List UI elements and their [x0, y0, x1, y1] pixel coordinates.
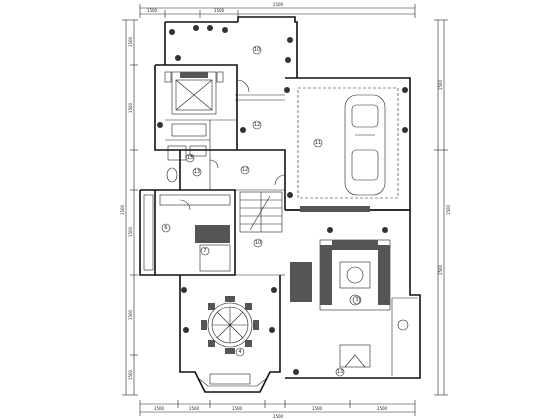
- dim-left-seg-4: 1500: [128, 309, 133, 320]
- room-number-porch: 13: [337, 369, 343, 375]
- interior-partitions: [165, 79, 286, 276]
- dim-bottom-seg-1: 1500: [154, 406, 165, 411]
- dim-left-seg-1: 1500: [128, 36, 133, 47]
- dim-left-seg-3: 1500: [128, 226, 133, 237]
- room-number-kitchen: 7: [203, 248, 206, 254]
- dim-bottom-seg-4: 1500: [312, 406, 323, 411]
- living-furniture: [290, 239, 391, 368]
- dining-furniture: [201, 296, 259, 385]
- room-labels: 10 12 13 11 13 12 6 7 10 4 3 13: [161, 45, 362, 377]
- dim-left-seg-5: 1500: [128, 369, 133, 380]
- kitchen-fixtures: [143, 194, 231, 272]
- dim-bottom-seg-2: 1500: [189, 406, 200, 411]
- garage-interior: [297, 87, 399, 212]
- dim-top-seg-2: 1500: [214, 8, 225, 13]
- room-number-dining: 4: [238, 349, 241, 355]
- room-number-laundry: 6: [164, 225, 167, 231]
- room-number-bathroom: 13: [194, 169, 200, 175]
- dim-right-seg-1: 1500: [438, 79, 443, 90]
- room-number-hall: 12: [242, 167, 248, 173]
- dim-right-overall: 1500: [446, 204, 451, 215]
- room-number-closet: 13: [187, 155, 193, 161]
- dim-bottom-overall: 1500: [273, 414, 284, 419]
- room-number-terrace-north: 10: [254, 47, 260, 53]
- dim-left-seg-2: 1500: [128, 102, 133, 113]
- dimension-lines: [122, 4, 448, 416]
- plants: [157, 25, 408, 375]
- dim-bottom-seg-3: 1500: [232, 406, 243, 411]
- dim-bottom-seg-5: 1500: [377, 406, 388, 411]
- dim-top-seg-1: 1500: [147, 8, 158, 13]
- room-number-garage: 11: [315, 140, 321, 146]
- dim-left-overall: 1500: [120, 204, 125, 215]
- room-number-stair: 10: [255, 240, 261, 246]
- bathroom-fixtures: [166, 145, 207, 183]
- dim-right-seg-2: 1500: [438, 264, 443, 275]
- stair: [239, 191, 283, 233]
- dim-top-overall: 1500: [273, 2, 284, 7]
- bedroom-furniture: [164, 71, 224, 137]
- room-number-living: 3: [355, 297, 358, 303]
- terrace-east: [391, 297, 418, 376]
- room-number-bedroom: 12: [254, 122, 260, 128]
